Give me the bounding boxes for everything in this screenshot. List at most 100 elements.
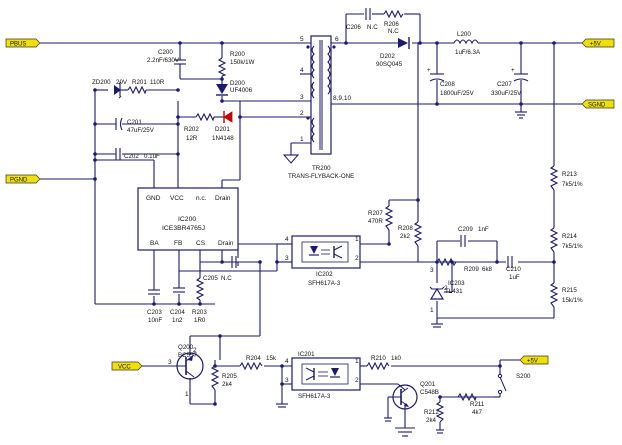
resistor-r210: R210 1k0	[366, 355, 402, 371]
svg-text:BA: BA	[150, 240, 159, 247]
svg-text:4: 4	[285, 358, 289, 365]
svg-text:1R0: 1R0	[194, 317, 206, 324]
svg-text:+: +	[427, 67, 431, 74]
svg-text:2.2nF/630V: 2.2nF/630V	[147, 57, 180, 64]
svg-text:SGND: SGND	[588, 103, 606, 109]
svg-text:90SQ045: 90SQ045	[376, 61, 403, 68]
svg-text:FB: FB	[174, 240, 182, 247]
svg-text:15k: 15k	[266, 355, 277, 362]
svg-text:Drain: Drain	[215, 195, 231, 202]
capacitor-c209: C209 1nF	[458, 226, 489, 247]
port-sgnd: SGND	[581, 99, 615, 109]
svg-text:C204: C204	[170, 309, 185, 316]
svg-text:SFH617A-3: SFH617A-3	[298, 393, 331, 400]
svg-text:7k5/1%: 7k5/1%	[562, 181, 583, 188]
svg-text:7k5/1%: 7k5/1%	[562, 243, 583, 250]
diode-d200: D200 UF4006	[216, 80, 253, 96]
svg-text:3: 3	[285, 255, 289, 262]
ground-symbols	[276, 403, 444, 434]
resistor-r202: R202 12R	[184, 112, 215, 142]
svg-text:CS: CS	[196, 240, 206, 247]
transistor-q200: 3 2 1 Q200 BC557	[168, 344, 204, 398]
svg-text:R207: R207	[368, 210, 383, 217]
svg-text:12R: 12R	[186, 135, 198, 142]
svg-text:C210: C210	[506, 266, 521, 273]
svg-text:2: 2	[193, 347, 197, 354]
svg-text:2: 2	[444, 285, 448, 292]
svg-text:1: 1	[300, 136, 304, 143]
svg-text:L200: L200	[457, 31, 471, 38]
resistor-r204: R204 15k	[239, 355, 277, 371]
svg-text:VCC: VCC	[170, 195, 184, 202]
svg-text:C206: C206	[346, 24, 361, 31]
svg-text:PBUS: PBUS	[10, 42, 26, 48]
svg-text:C200: C200	[158, 49, 173, 56]
svg-text:C202: C202	[124, 153, 139, 160]
svg-text:4: 4	[300, 67, 304, 74]
svg-text:R214: R214	[562, 233, 577, 240]
capacitor-c206: C206 N.C	[346, 8, 378, 31]
optocoupler-ic202: 4 3 1 2 IC202 SFH617A-3	[285, 235, 361, 287]
svg-text:4: 4	[285, 236, 289, 243]
svg-text:3: 3	[168, 359, 172, 366]
port-pbus: PBUS	[5, 38, 41, 48]
svg-text:5: 5	[300, 36, 304, 43]
svg-text:VCC: VCC	[118, 365, 131, 371]
svg-text:R212: R212	[424, 409, 439, 416]
svg-text:n.c.: n.c.	[196, 195, 207, 202]
capacitor-c210: C210 1uF	[506, 256, 521, 281]
svg-text:C201: C201	[127, 119, 142, 126]
svg-text:R203: R203	[192, 309, 207, 316]
svg-text:R200: R200	[230, 51, 245, 58]
port-vcc: VCC	[111, 361, 143, 371]
zener-zd200: ZD200 20V	[92, 79, 128, 99]
capacitor-c201: C201 47uF/25V	[115, 117, 155, 134]
resistor-r203: R203 1R0	[192, 277, 207, 324]
resistor-r212: R212 2k4	[424, 401, 445, 424]
resistor-r214: R214 7k5/1%	[549, 227, 583, 253]
svg-text:1: 1	[355, 236, 359, 243]
svg-text:D201: D201	[215, 126, 230, 133]
svg-text:TL431: TL431	[445, 288, 463, 295]
resistor-r215: R215 15k/1%	[549, 282, 583, 308]
svg-text:Drain: Drain	[218, 240, 234, 247]
svg-text:1N4148: 1N4148	[212, 135, 234, 142]
svg-text:C208: C208	[440, 81, 455, 88]
capacitor-c202: C202 0.1uF	[115, 148, 160, 160]
resistor-r213: R213 7k5/1%	[549, 165, 583, 191]
capacitor-c208: + C208 1800uF/25V	[427, 67, 475, 97]
svg-text:2: 2	[300, 110, 304, 117]
svg-text:BC557: BC557	[178, 352, 197, 359]
capacitor-c200: C200 2.2nF/630V	[147, 49, 186, 74]
wires	[40, 13, 582, 437]
svg-text:ZD200: ZD200	[92, 79, 111, 86]
svg-text:S200: S200	[516, 373, 531, 380]
optocoupler-ic201: IC201 4 3 1 2 SFH617A-3	[285, 351, 361, 400]
svg-text:6k8: 6k8	[482, 266, 493, 273]
svg-text:10nF: 10nF	[148, 317, 162, 324]
resistor-r209: R209 6k8	[436, 257, 493, 273]
svg-text:R202: R202	[184, 126, 199, 133]
port-5v-bottom: +5V	[519, 355, 549, 365]
svg-text:N.C: N.C	[221, 275, 232, 282]
svg-text:3: 3	[430, 267, 434, 274]
svg-text:+5V: +5V	[590, 42, 601, 48]
svg-text:C209: C209	[458, 226, 473, 233]
svg-text:IC202: IC202	[316, 271, 333, 278]
svg-text:C548B: C548B	[420, 389, 439, 396]
svg-text:1: 1	[185, 391, 189, 398]
svg-text:15k/1%: 15k/1%	[562, 297, 583, 304]
svg-text:Q200: Q200	[178, 344, 194, 351]
svg-text:SFH617A-3: SFH617A-3	[308, 280, 341, 287]
switch-s200: S200	[497, 373, 531, 395]
capacitor-c204: C204 1n2	[170, 287, 185, 324]
svg-text:1uF/6.3A: 1uF/6.3A	[455, 49, 481, 56]
svg-text:N.C: N.C	[388, 28, 399, 35]
svg-text:Q201: Q201	[420, 381, 436, 388]
resistor-r211: R211 4k7	[457, 392, 485, 416]
svg-text:20V: 20V	[116, 79, 128, 86]
svg-text:3: 3	[285, 377, 289, 384]
svg-text:330uF/25V: 330uF/25V	[491, 90, 522, 97]
svg-text:D200: D200	[230, 80, 245, 87]
svg-text:1800uF/25V: 1800uF/25V	[440, 90, 475, 97]
